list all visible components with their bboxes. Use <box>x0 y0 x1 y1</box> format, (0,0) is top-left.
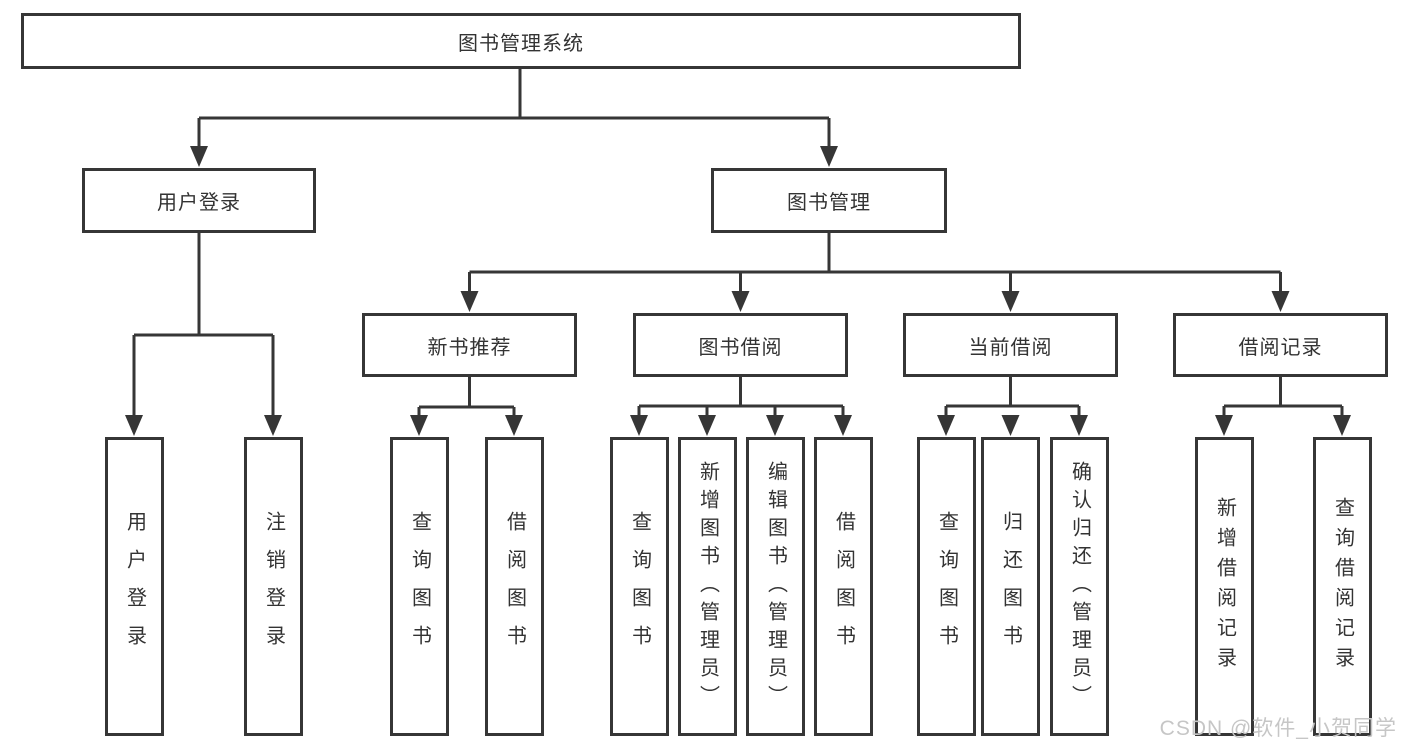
node-current-borrowing: 当前借阅 <box>903 313 1118 377</box>
node-book-borrowing-label: 图书借阅 <box>698 336 783 359</box>
node-book-management-label: 图书管理 <box>787 192 871 214</box>
node-new-book-recommend-label: 新书推荐 <box>427 336 512 359</box>
node-root-label: 图书管理系统 <box>458 32 584 55</box>
leaf-add-book-admin: 新增图书（管理员） <box>678 437 737 736</box>
leaf-confirm-return-admin-label: 确认归还（管理员） <box>1068 460 1091 713</box>
leaf-add-book-admin-label: 新增图书（管理员） <box>696 460 719 713</box>
leaf-borrow-book-label: 借阅图书 <box>832 510 855 663</box>
leaf-logout-label: 注销登录 <box>262 510 285 663</box>
leaf-add-borrow-record-label: 新增借阅记录 <box>1213 496 1236 677</box>
leaf-user-login: 用户登录 <box>105 437 164 736</box>
node-root: 图书管理系统 <box>21 13 1021 69</box>
arrowheads <box>125 146 1351 436</box>
leaf-return-book-label: 归还图书 <box>999 510 1022 663</box>
leaf-query-borrow-record-label: 查询借阅记录 <box>1331 496 1354 677</box>
node-borrow-records-label: 借阅记录 <box>1238 336 1323 359</box>
leaf-confirm-return-admin: 确认归还（管理员） <box>1050 437 1109 736</box>
leaf-query-book-borrowing-label: 查询图书 <box>628 510 651 663</box>
node-user-login: 用户登录 <box>82 168 316 233</box>
leaf-add-borrow-record: 新增借阅记录 <box>1195 437 1254 736</box>
leaf-borrow-book: 借阅图书 <box>814 437 873 736</box>
leaf-return-book: 归还图书 <box>981 437 1040 736</box>
leaf-user-login-label: 用户登录 <box>123 510 146 663</box>
leaf-borrow-book-recommend-label: 借阅图书 <box>503 510 526 663</box>
leaf-query-book-borrowing: 查询图书 <box>610 437 669 736</box>
node-new-book-recommend: 新书推荐 <box>362 313 577 377</box>
node-borrow-records: 借阅记录 <box>1173 313 1388 377</box>
leaf-query-book-recommend: 查询图书 <box>390 437 449 736</box>
node-user-login-label: 用户登录 <box>157 192 241 214</box>
node-current-borrowing-label: 当前借阅 <box>968 336 1053 359</box>
leaf-edit-book-admin-label: 编辑图书（管理员） <box>764 460 787 713</box>
leaf-borrow-book-recommend: 借阅图书 <box>485 437 544 736</box>
leaf-query-book-current-label: 查询图书 <box>935 510 958 663</box>
node-book-management: 图书管理 <box>711 168 947 233</box>
csdn-watermark: CSDN @软件_小贺同学 <box>1159 717 1397 740</box>
leaf-logout: 注销登录 <box>244 437 303 736</box>
leaf-query-book-current: 查询图书 <box>917 437 976 736</box>
leaf-edit-book-admin: 编辑图书（管理员） <box>746 437 805 736</box>
leaf-query-book-recommend-label: 查询图书 <box>408 510 431 663</box>
leaf-query-borrow-record: 查询借阅记录 <box>1313 437 1372 736</box>
node-book-borrowing: 图书借阅 <box>633 313 848 377</box>
